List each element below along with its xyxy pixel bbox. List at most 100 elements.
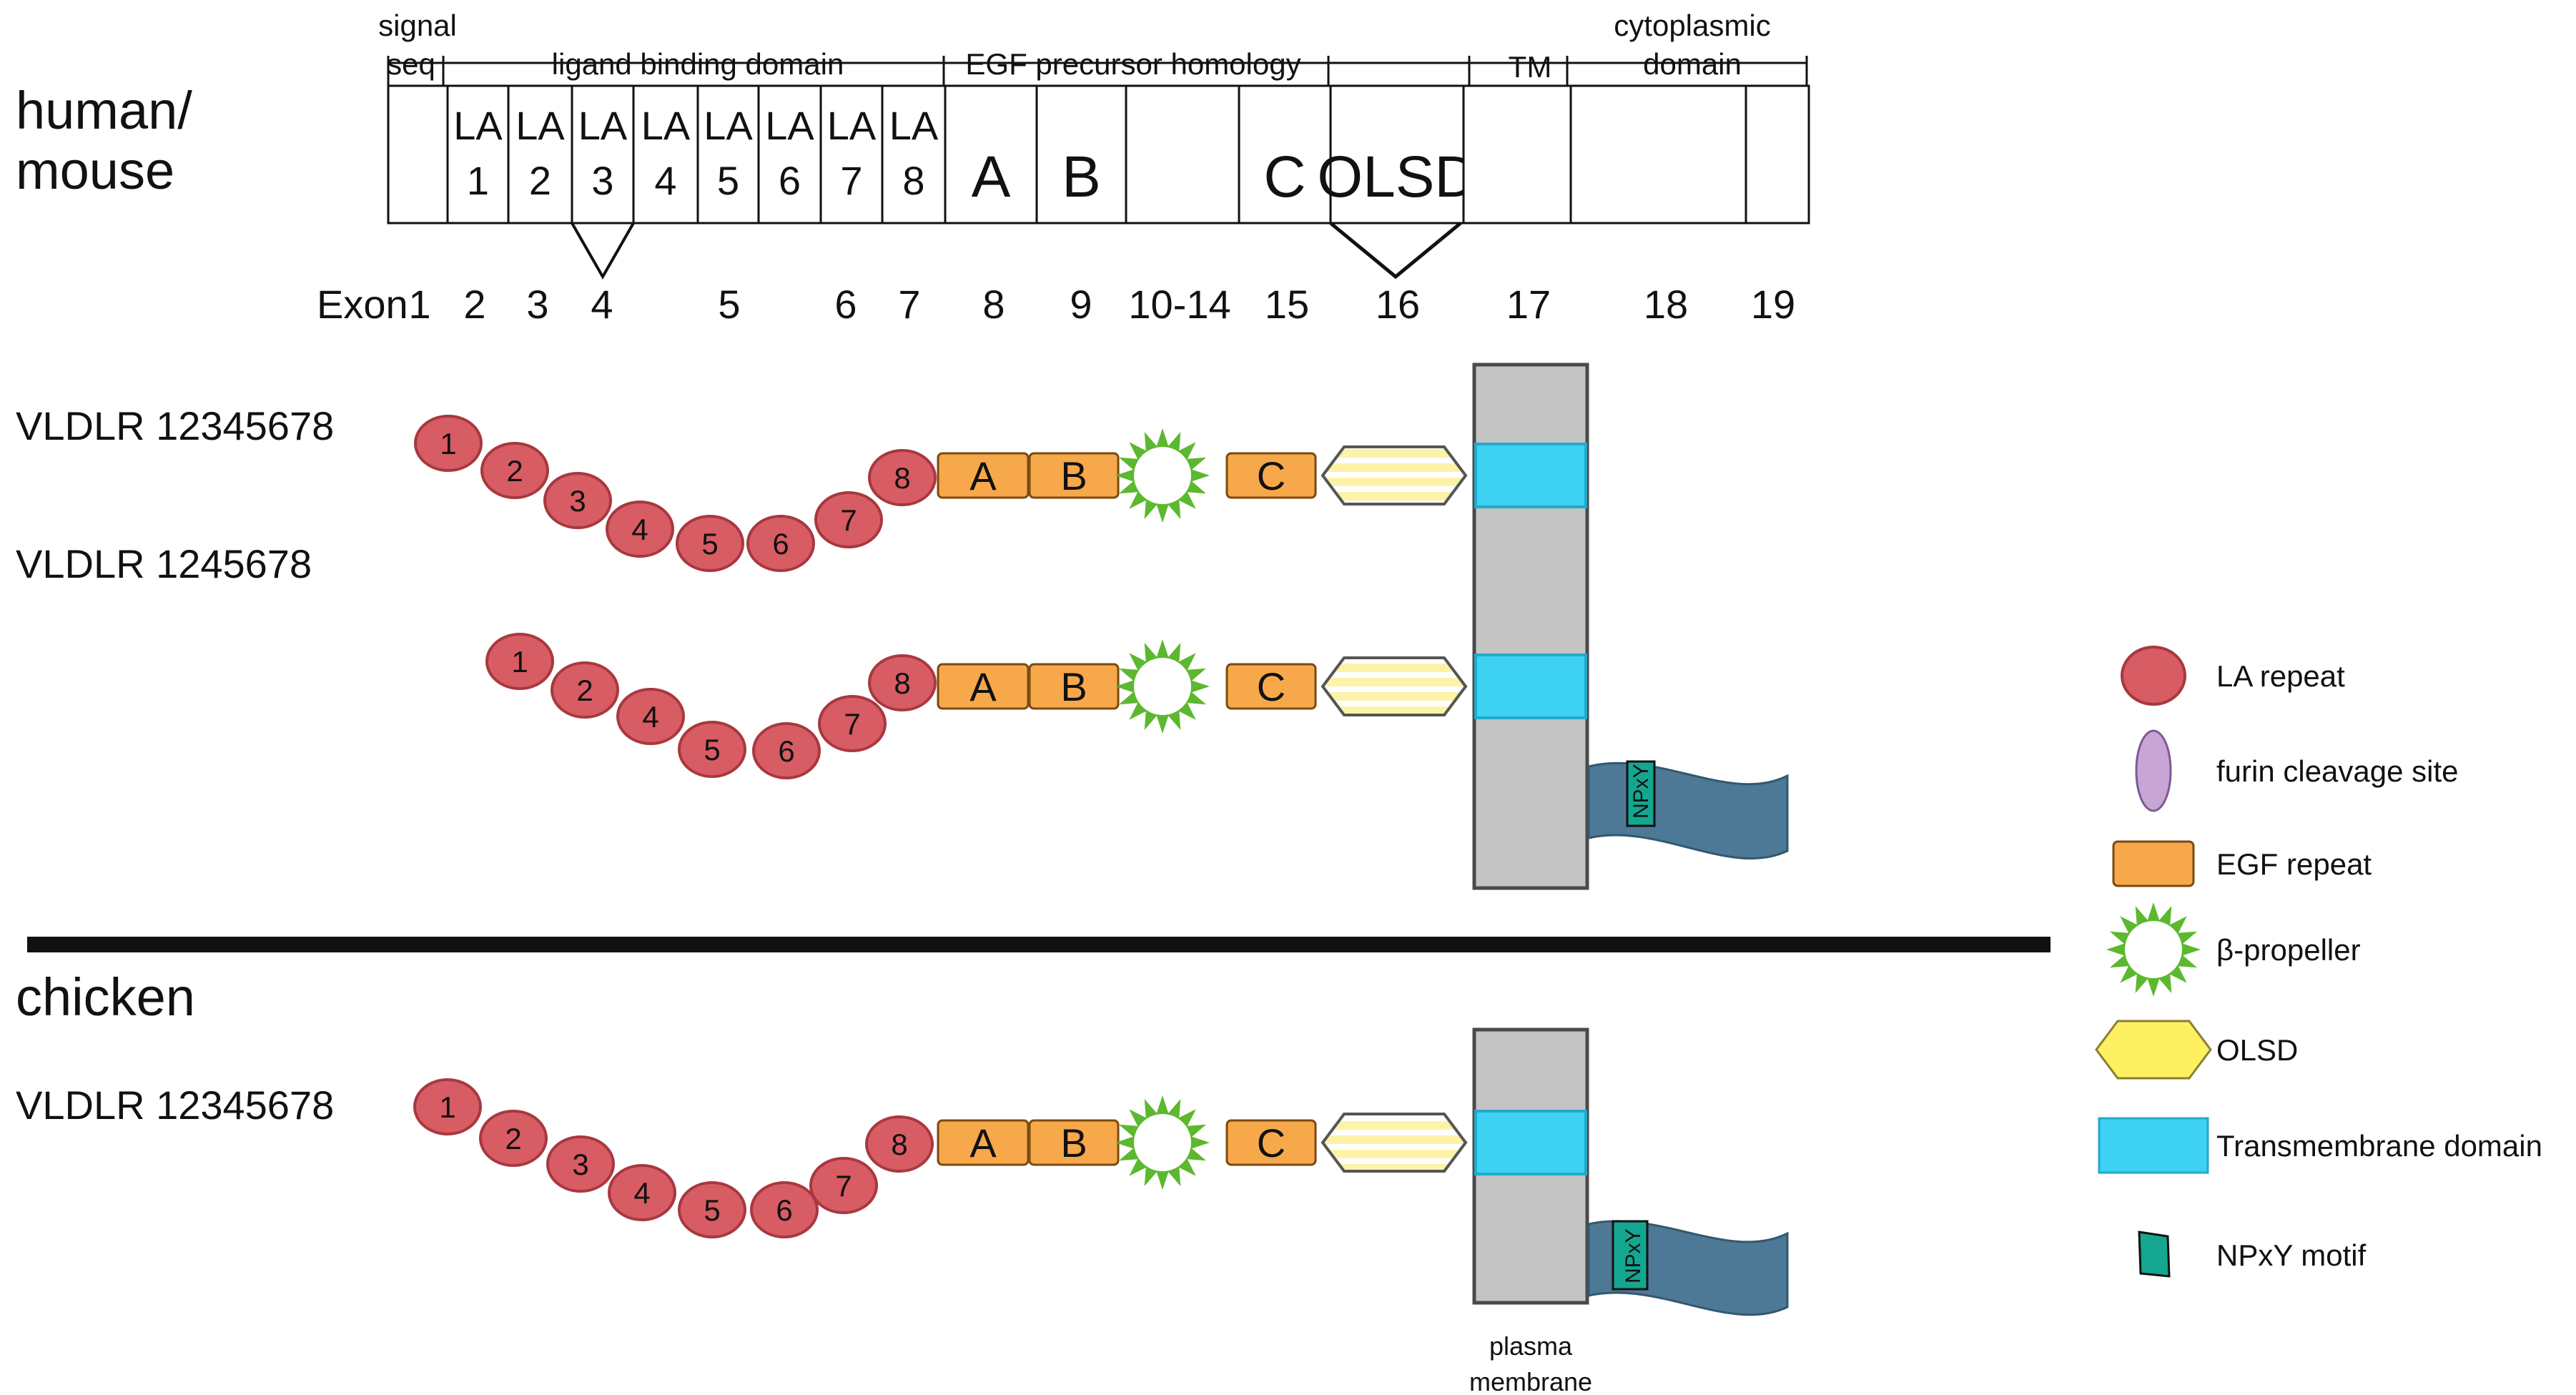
cytoplasmic-tail: NPxY — [1587, 1220, 1789, 1316]
cytoplasmic-tail: NPxY — [1587, 760, 1789, 860]
egf-repeat-label: B — [1060, 664, 1087, 709]
exon-number: 9 — [1070, 282, 1092, 327]
egf-repeat-label: B — [1060, 1120, 1087, 1165]
egf-repeat-label: B — [1060, 453, 1087, 498]
exon-box-label: 8 — [902, 158, 924, 203]
la-repeat-label: 8 — [894, 461, 910, 495]
legend-label: LA repeat — [2216, 659, 2345, 693]
la-repeat — [413, 1078, 482, 1135]
exon-number: 19 — [1751, 282, 1795, 327]
egf-precursor-label: EGF precursor homology — [965, 47, 1301, 81]
la-repeat-label: 2 — [506, 454, 523, 488]
exon-box — [1035, 84, 1127, 225]
la-repeat-label: 4 — [633, 1176, 650, 1210]
exon-box-label: 7 — [840, 158, 862, 203]
la-repeat-label: 8 — [891, 1128, 907, 1161]
egf-repeat — [1225, 1119, 1317, 1166]
exon-box — [1569, 84, 1747, 225]
la-repeat-label: 8 — [894, 666, 910, 700]
isoform-label: VLDLR 12345678 — [16, 1083, 334, 1128]
la-repeat-label: 1 — [439, 1090, 455, 1124]
egf-repeat-icon — [2112, 840, 2195, 887]
transmembrane-domain — [1474, 1110, 1587, 1175]
la-repeat-label: 2 — [576, 674, 593, 707]
exon-box-label: LA — [453, 103, 503, 148]
exon-number: 4 — [591, 282, 613, 327]
exon-box — [507, 84, 573, 225]
la-repeat — [746, 515, 815, 572]
exon-box-label: 3 — [591, 158, 613, 203]
olsd-domain — [1321, 656, 1468, 716]
exon-box-label: LA — [827, 103, 877, 148]
exon-number: 6 — [834, 282, 857, 327]
exon-box — [944, 84, 1038, 225]
legend-item: Transmembrane domain — [2098, 1117, 2542, 1174]
la-repeat — [551, 661, 619, 719]
cytoplasmic-label-line2: domain — [1643, 47, 1742, 81]
ligand-binding-label: ligand binding domain — [552, 47, 844, 81]
legend-item: LA repeat — [2121, 646, 2345, 706]
legend-item: NPxY motif — [2138, 1231, 2367, 1278]
egf-repeat — [937, 452, 1030, 499]
la-repeat-label: 7 — [835, 1169, 852, 1203]
exon-box-label: 4 — [654, 158, 676, 203]
exon-box — [1462, 84, 1572, 225]
exon-number: 10-14 — [1128, 282, 1230, 327]
la-repeat-label: 5 — [701, 527, 718, 561]
species-label-top-line1: human/ — [16, 81, 192, 140]
egf-repeat-label: C — [1257, 1120, 1285, 1165]
la-repeat — [750, 1181, 819, 1238]
legend-item: furin cleavage site — [2135, 729, 2459, 812]
exon-number: 2 — [463, 282, 485, 327]
exon-number: 18 — [1644, 282, 1688, 327]
la-repeat — [809, 1157, 878, 1214]
exon-number: 15 — [1265, 282, 1309, 327]
species-divider — [27, 937, 2051, 952]
legend-label: NPxY motif — [2216, 1238, 2367, 1272]
la-repeat — [865, 1115, 934, 1173]
legend-label: EGF repeat — [2216, 847, 2372, 881]
la-repeat — [752, 722, 821, 779]
la-repeat-label: 2 — [505, 1122, 521, 1155]
la-repeat — [479, 1110, 548, 1167]
egf-repeat — [1225, 663, 1317, 710]
transmembrane-domain — [1474, 443, 1587, 508]
exon-box-label: OLSD — [1317, 144, 1476, 210]
la-repeat-label: 6 — [776, 1193, 792, 1227]
legend-item: OLSD — [2095, 1020, 2298, 1080]
exon-box-label: LA — [578, 103, 628, 148]
exon-number: 8 — [982, 282, 1005, 327]
la-repeat-label: 5 — [704, 733, 720, 766]
npxy-motif — [1612, 1220, 1649, 1291]
exon-box — [1238, 84, 1332, 225]
beta-propeller-core — [2125, 921, 2182, 978]
exon-box — [446, 84, 510, 225]
exon-number: 16 — [1376, 282, 1420, 327]
species-label-top-line2: mouse — [16, 141, 174, 200]
tm-label: TM — [1509, 50, 1552, 84]
npxy-label: NPxY — [1622, 1228, 1645, 1283]
exon-box — [1745, 84, 1810, 225]
species-label-bottom: chicken — [16, 967, 195, 1027]
la-repeat — [616, 688, 685, 745]
la-repeat-label: 7 — [844, 707, 860, 741]
legend-label: Transmembrane domain — [2216, 1129, 2542, 1163]
exon-box-label: 2 — [529, 158, 551, 203]
egf-repeat-label: A — [969, 1120, 997, 1165]
legend-label: OLSD — [2216, 1033, 2298, 1067]
exon-box — [819, 84, 884, 225]
isoform-label: VLDLR 1245678 — [16, 541, 312, 586]
egf-repeat-label: A — [969, 664, 997, 709]
exon-number: 5 — [718, 282, 740, 327]
la-repeat-label: 1 — [511, 645, 528, 679]
exon-box — [571, 84, 635, 225]
la-repeat-label: 6 — [778, 734, 794, 768]
la-repeat-label: 3 — [569, 484, 586, 518]
la-repeat — [543, 472, 612, 529]
